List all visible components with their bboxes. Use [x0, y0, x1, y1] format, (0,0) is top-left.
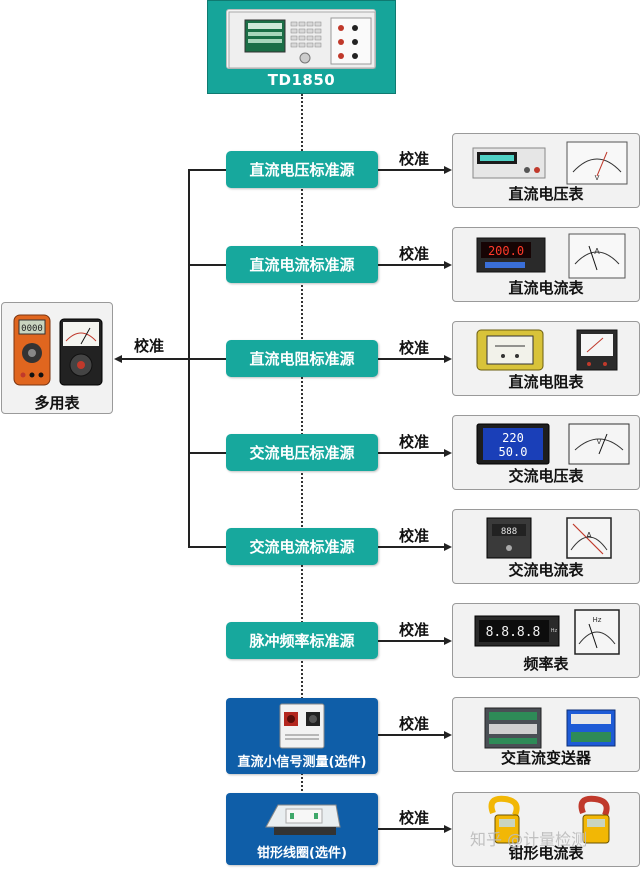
instrument-transmitter: 交直流变送器 [452, 697, 640, 772]
source-clamp-coil-option: 钳形线圈(选件) [226, 793, 378, 865]
row-link-line [378, 546, 444, 548]
ac-voltage-display-top: 220 [502, 431, 524, 445]
svg-text:Hz: Hz [551, 628, 558, 634]
arrow-left-icon [114, 355, 122, 363]
instrument-name: 频率表 [523, 655, 569, 673]
instrument-dc-ammeter: 200.0 A 直流电流表 [452, 227, 640, 302]
calibrate-label-left: 校准 [134, 337, 165, 355]
calibrate-label: 校准 [399, 339, 430, 357]
row-link-line [378, 828, 444, 830]
row-link-line [378, 452, 444, 454]
source-dc-small-signal-option: 直流小信号测量(选件) [226, 698, 378, 774]
svg-text:A: A [594, 247, 600, 256]
bracket-tick [188, 546, 226, 548]
watermark: 知乎 @计量检测 [470, 830, 588, 849]
svg-text:Hz: Hz [593, 616, 602, 624]
arrow-right-icon [444, 731, 452, 739]
calibrate-label: 校准 [399, 809, 430, 827]
instrument-frequency-meter: 8.8.8.8 Hz Hz 频率表 [452, 603, 640, 678]
row-link-line [378, 640, 444, 642]
instrument-dc-voltmeter: V 直流电压表 [452, 133, 640, 208]
multimeter-link-line [121, 358, 188, 360]
instrument-clamp-meter: 钳形电流表 [452, 792, 640, 867]
instrument-name: 交流电压表 [508, 467, 584, 485]
calibrate-label: 校准 [399, 715, 430, 733]
source-pulse-frequency: 脉冲频率标准源 [226, 622, 378, 659]
arrow-right-icon [444, 449, 452, 457]
instrument-name: 直流电压表 [508, 185, 584, 203]
device-title: TD1850 [267, 71, 336, 89]
transmitter-image [484, 707, 616, 749]
arrow-right-icon [444, 825, 452, 833]
dc-ammeter-image: 200.0 A [476, 233, 626, 279]
svg-text:V: V [597, 438, 602, 446]
source-label: 直流小信号测量(选件) [237, 755, 367, 770]
source-ac-current: 交流电流标准源 [226, 528, 378, 565]
instrument-name: 钳形电流表 [508, 844, 584, 862]
calibrate-label: 校准 [399, 150, 430, 168]
bracket-tick [188, 169, 226, 171]
row-link-line [378, 358, 444, 360]
multimeter-box: 0000 [1, 302, 113, 414]
source-ac-voltage: 交流电压标准源 [226, 434, 378, 471]
bracket-tick [188, 452, 226, 454]
arrow-right-icon [444, 355, 452, 363]
calibrate-label: 校准 [399, 245, 430, 263]
instrument-name: 直流电阻表 [508, 373, 584, 391]
source-dc-resistance: 直流电阻标准源 [226, 340, 378, 377]
instrument-ac-ammeter: 888 A 交流电流表 [452, 509, 640, 584]
svg-text:A: A [586, 531, 592, 540]
dc-current-display: 200.0 [488, 244, 524, 258]
source-dc-voltage: 直流电压标准源 [226, 151, 378, 188]
calibrate-label: 校准 [399, 621, 430, 639]
clamp-meter-image [488, 795, 610, 844]
small-signal-module-image [279, 703, 325, 749]
frequency-display: 8.8.8.8 [486, 625, 541, 640]
instrument-name: 交流电流表 [508, 561, 584, 579]
row-link-line [378, 264, 444, 266]
bracket-tick [188, 358, 226, 360]
calibrate-label: 校准 [399, 433, 430, 451]
arrow-right-icon [444, 637, 452, 645]
row-link-line [378, 734, 444, 736]
frequency-meter-image: 8.8.8.8 Hz Hz [474, 609, 620, 655]
clamp-coil-image [265, 804, 341, 835]
instrument-name: 交直流变送器 [500, 749, 591, 767]
ac-voltage-display-bottom: 50.0 [499, 445, 528, 459]
arrow-right-icon [444, 166, 452, 174]
instrument-dc-ohmmeter: 直流电阻表 [452, 321, 640, 396]
svg-text:0000: 0000 [21, 324, 43, 334]
bracket-tick [188, 264, 226, 266]
instrument-name: 直流电流表 [508, 279, 584, 297]
svg-text:V: V [595, 174, 600, 182]
source-label: 钳形线圈(选件) [257, 846, 347, 861]
svg-text:888: 888 [501, 527, 517, 537]
multimeter-name: 多用表 [34, 394, 80, 412]
arrow-right-icon [444, 261, 452, 269]
ac-voltmeter-image: 220 50.0 V [476, 423, 630, 465]
source-dc-current: 直流电流标准源 [226, 246, 378, 283]
row-link-line [378, 169, 444, 171]
dc-voltmeter-image: V [472, 141, 628, 185]
calibrate-label: 校准 [399, 527, 430, 545]
instrument-ac-voltmeter: 220 50.0 V 交流电压表 [452, 415, 640, 490]
arrow-right-icon [444, 543, 452, 551]
dc-ohmmeter-image [476, 329, 618, 371]
ac-ammeter-image: 888 A [486, 517, 612, 559]
multimeter-image: 0000 [13, 314, 103, 386]
td1850-device-image [226, 9, 376, 69]
